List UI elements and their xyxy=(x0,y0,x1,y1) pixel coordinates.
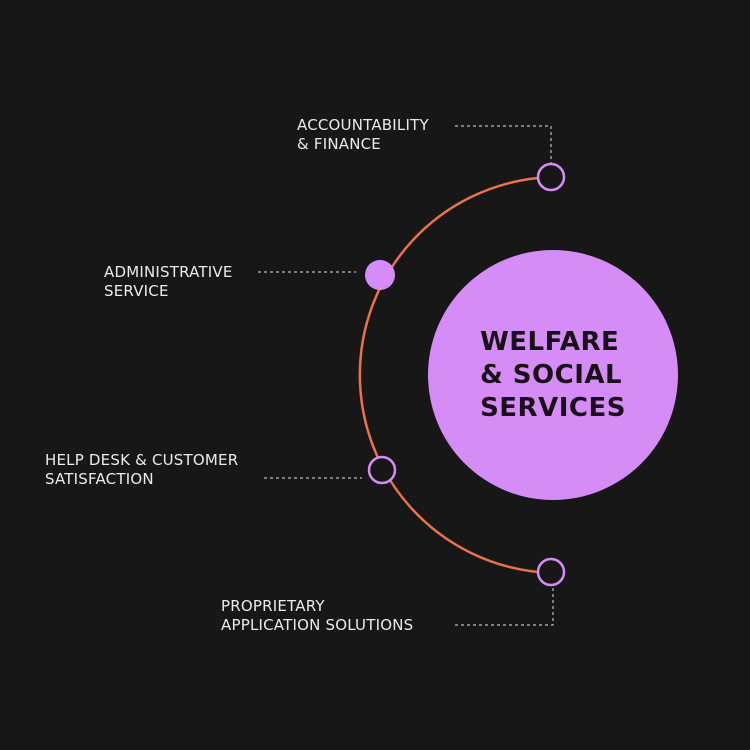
label-line: SERVICE xyxy=(104,282,169,300)
label-administrative: ADMINISTRATIVE SERVICE xyxy=(104,263,233,301)
label-line: ADMINISTRATIVE xyxy=(104,263,233,281)
node-administrative[interactable] xyxy=(365,260,395,290)
label-line: SATISFACTION xyxy=(45,470,154,488)
label-line: HELP DESK & CUSTOMER xyxy=(45,451,239,469)
label-line: PROPRIETARY xyxy=(221,597,325,615)
label-helpdesk: HELP DESK & CUSTOMER SATISFACTION xyxy=(45,451,238,489)
label-line: ACCOUNTABILITY xyxy=(297,116,429,134)
orange-arc xyxy=(358,176,539,574)
center-hub: WELFARE & SOCIAL SERVICES xyxy=(428,250,678,500)
center-title: WELFARE & SOCIAL SERVICES xyxy=(480,326,626,425)
center-title-line: & SOCIAL xyxy=(480,359,623,390)
label-line: APPLICATION SOLUTIONS xyxy=(221,616,414,634)
center-title-line: SERVICES xyxy=(480,392,626,423)
label-accountability: ACCOUNTABILITY & FINANCE xyxy=(297,116,429,154)
node-helpdesk[interactable] xyxy=(367,455,397,485)
connector-proprietary xyxy=(455,587,554,626)
connector-accountability xyxy=(455,125,552,163)
node-proprietary[interactable] xyxy=(536,557,566,587)
label-line: & FINANCE xyxy=(297,135,381,153)
node-accountability[interactable] xyxy=(536,162,566,192)
label-proprietary: PROPRIETARY APPLICATION SOLUTIONS xyxy=(221,597,413,635)
center-title-line: WELFARE xyxy=(480,326,620,357)
